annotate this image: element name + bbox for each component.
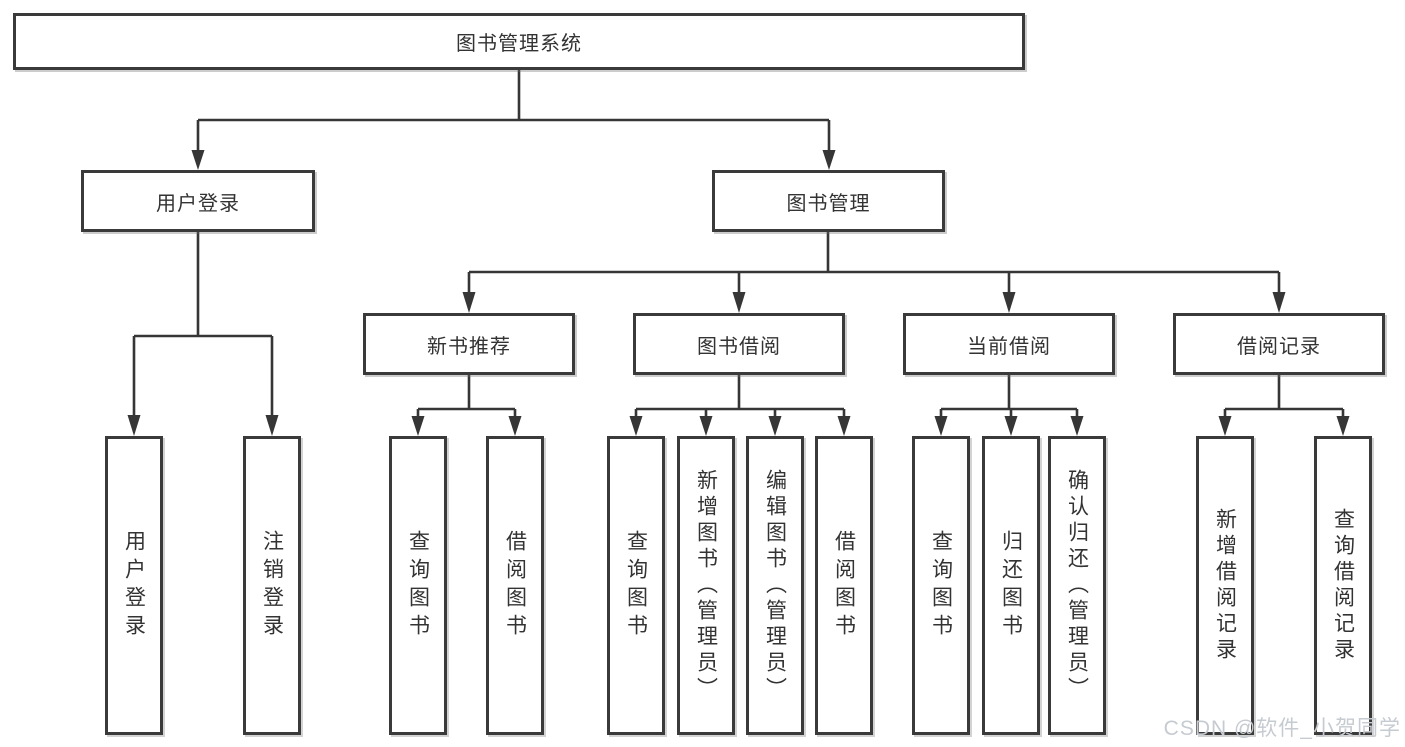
leaf-logout-label: 注销登录 — [260, 529, 284, 642]
leaf-borrow-books-1-label: 借阅图书 — [503, 529, 527, 642]
leaf-borrow-books-2: 借阅图书 — [815, 436, 873, 735]
leaf-query-borrow-record-label: 查询借阅记录 — [1331, 507, 1355, 664]
connector-current-to-leaves — [939, 375, 1079, 419]
connector-borrow-to-leaves — [634, 375, 846, 419]
connector-newbook-to-leaves — [416, 375, 517, 419]
leaf-confirm-return-admin-label: 确认归还（管理员） — [1065, 468, 1089, 703]
node-book-management: 图书管理 — [712, 170, 945, 232]
leaf-query-borrow-record: 查询借阅记录 — [1314, 436, 1372, 735]
connector-userlogin-to-leaves — [132, 232, 274, 418]
leaf-logout: 注销登录 — [243, 436, 301, 735]
leaf-query-books-2-label: 查询图书 — [624, 529, 648, 642]
leaf-return-books: 归还图书 — [982, 436, 1040, 735]
csdn-watermark: CSDN @软件_小贺同学 — [1163, 717, 1401, 740]
leaf-query-books-1: 查询图书 — [389, 436, 447, 735]
node-root-label: 图书管理系统 — [456, 33, 582, 55]
node-new-book-recommend: 新书推荐 — [363, 313, 575, 375]
leaf-edit-books-admin-label: 编辑图书（管理员） — [763, 468, 787, 703]
leaf-add-books-admin-label: 新增图书（管理员） — [694, 468, 718, 703]
node-current-borrow-label: 当前借阅 — [967, 335, 1051, 358]
node-root-system: 图书管理系统 — [13, 13, 1025, 70]
leaf-query-books-3-label: 查询图书 — [929, 529, 953, 642]
leaf-add-books-admin: 新增图书（管理员） — [677, 436, 735, 735]
leaf-borrow-books-2-label: 借阅图书 — [832, 529, 856, 642]
leaf-borrow-books-1: 借阅图书 — [486, 436, 544, 735]
leaf-user-login-label: 用户登录 — [122, 529, 146, 642]
node-book-borrow-label: 图书借阅 — [697, 335, 781, 358]
leaf-confirm-return-admin: 确认归还（管理员） — [1048, 436, 1106, 735]
node-user-login-label: 用户登录 — [156, 192, 240, 215]
node-book-borrow: 图书借阅 — [633, 313, 845, 375]
leaf-query-books-1-label: 查询图书 — [406, 529, 430, 642]
leaf-add-borrow-record: 新增借阅记录 — [1196, 436, 1254, 735]
leaf-edit-books-admin: 编辑图书（管理员） — [746, 436, 804, 735]
leaf-query-books-2: 查询图书 — [607, 436, 665, 735]
node-book-management-label: 图书管理 — [786, 192, 871, 215]
leaf-query-books-3: 查询图书 — [912, 436, 970, 735]
node-current-borrow: 当前借阅 — [903, 313, 1115, 375]
connector-bookmgmt-to-level3 — [467, 232, 1281, 295]
leaf-return-books-label: 归还图书 — [999, 529, 1023, 642]
node-user-login: 用户登录 — [81, 170, 315, 232]
node-borrow-records-label: 借阅记录 — [1237, 335, 1321, 358]
leaf-user-login: 用户登录 — [105, 436, 163, 735]
leaf-add-borrow-record-label: 新增借阅记录 — [1213, 507, 1237, 664]
connector-root-to-level2 — [196, 70, 831, 152]
connector-records-to-leaves — [1223, 375, 1345, 419]
node-borrow-records: 借阅记录 — [1173, 313, 1385, 375]
node-new-book-recommend-label: 新书推荐 — [427, 335, 511, 358]
